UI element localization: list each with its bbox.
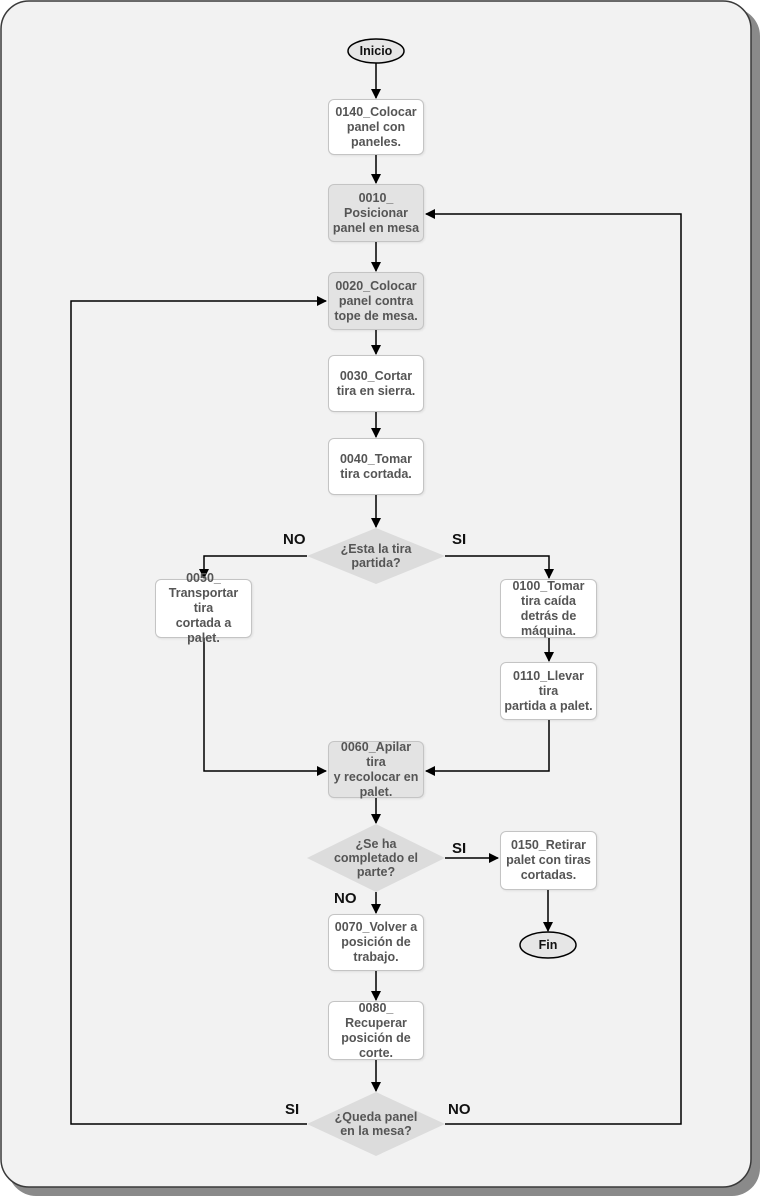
branch-label-d1-si: SI (452, 531, 467, 548)
step-0110: 0110_Llevar tira partida a palet. (500, 662, 597, 720)
step-0100: 0100_Tomar tira caída detrás de máquina. (500, 579, 597, 638)
decision-parte-completado-shape (307, 824, 445, 892)
connector-loop-no-0010 (425, 209, 682, 1125)
branch-label-d3-si: SI (285, 1101, 300, 1118)
step-0080: 0080_ Recuperar posición de corte. (328, 1001, 424, 1060)
step-0010: 0010_ Posicionar panel en mesa (328, 184, 424, 242)
connector-0110-0060 (425, 720, 550, 776)
connector-loop-si-0020 (70, 296, 327, 1125)
branch-label-d1-no: NO (283, 531, 306, 548)
step-0070: 0070_Volver a posición de trabajo. (328, 914, 424, 971)
step-0140: 0140_Colocar panel con paneles. (328, 99, 424, 155)
step-0060: 0060_Apilar tira y recolocar en palet. (328, 740, 424, 799)
start-terminal: Inicio (359, 44, 393, 58)
decision-tira-partida: ¿Esta la tira partida? (340, 542, 412, 570)
branch-label-d3-no: NO (448, 1101, 471, 1118)
branch-label-d2-si: SI (452, 840, 467, 857)
decision-parte-completado: ¿Se ha completado el parte? (333, 837, 419, 879)
connector-0050-0060 (203, 638, 327, 776)
frame (0, 0, 752, 1188)
decision-queda-panel: ¿Queda panel en la mesa? (334, 1110, 418, 1138)
decision-tira-partida-shape (307, 528, 445, 584)
decision-queda-panel-shape (307, 1092, 445, 1156)
step-0040: 0040_Tomar tira cortada. (328, 438, 424, 495)
step-0030: 0030_Cortar tira en sierra. (328, 355, 424, 412)
step-0150: 0150_Retirar palet con tiras cortadas. (500, 831, 597, 890)
step-0020: 0020_Colocar panel contra tope de mesa. (328, 272, 424, 330)
connector-decision-si-0100 (445, 555, 554, 579)
end-terminal-shape (519, 931, 577, 959)
branch-label-d2-no: NO (334, 890, 357, 907)
step-0050: 0050_ Transportar tira cortada a palet. (155, 571, 252, 645)
end-terminal: Fin (538, 938, 558, 952)
connector-decision-no-0050 (199, 555, 307, 579)
